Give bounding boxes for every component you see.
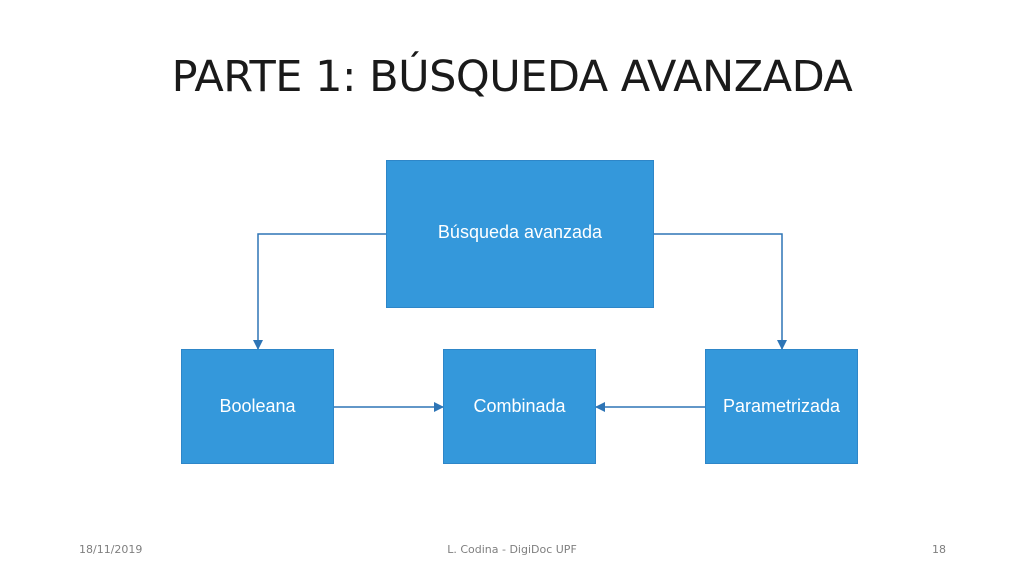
node-label: Combinada [473,396,566,416]
node-label: Booleana [219,396,296,416]
node-busqueda-avanzada: Búsqueda avanzada [386,160,654,308]
footer-author: L. Codina - DigiDoc UPF [447,543,577,556]
node-combinada: Combinada [443,349,596,464]
edge-root-to-parametrizada [654,233,787,350]
edge-root-to-booleana [253,233,386,350]
node-label: Parametrizada [722,396,841,416]
node-parametrizada: Parametrizada [705,349,858,464]
footer-page-number: 18 [932,543,946,556]
node-booleana: Booleana [181,349,334,464]
node-label: Búsqueda avanzada [437,221,603,242]
footer-date: 18/11/2019 [79,543,143,556]
slide-title: PARTE 1: BÚSQUEDA AVANZADA [171,52,853,102]
